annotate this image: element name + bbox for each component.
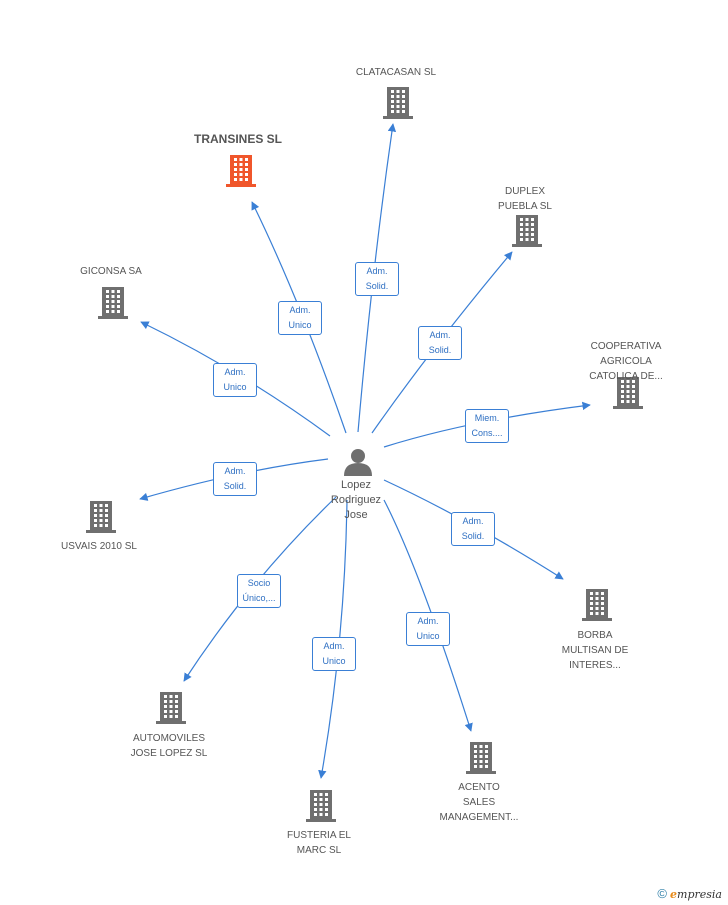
company-label-duplex[interactable]: DUPLEX PUEBLA SL (498, 186, 552, 212)
relation-label-usvais[interactable]: Adm. Solid. (213, 462, 257, 496)
relation-label-fusteria[interactable]: Adm. Unico (312, 637, 356, 671)
building-icon-fusteria[interactable] (306, 790, 336, 822)
building-icon-borba[interactable] (582, 589, 612, 621)
company-label-cooperativa[interactable]: COOPERATIVA AGRICOLA CATOLICA DE... (589, 341, 663, 382)
relation-label-acento[interactable]: Adm. Unico (406, 612, 450, 646)
relation-label-automoviles[interactable]: Socio Único,... (237, 574, 281, 608)
relation-label-duplex[interactable]: Adm. Solid. (418, 326, 462, 360)
relation-label-transines[interactable]: Adm. Unico (278, 301, 322, 335)
company-label-transines[interactable]: TRANSINES SL (193, 132, 282, 146)
center-person-label[interactable]: Lopez Rodriguez Jose (330, 479, 382, 521)
relation-label-clatacasan[interactable]: Adm. Solid. (355, 262, 399, 296)
copyright-icon: © (657, 886, 667, 901)
company-label-acento[interactable]: ACENTO SALES MANAGEMENT... (439, 782, 519, 823)
person-icon[interactable] (344, 449, 372, 476)
building-icon-giconsa[interactable] (98, 287, 128, 319)
building-icon-automoviles[interactable] (156, 692, 186, 724)
company-label-borba[interactable]: BORBA MULTISAN DE INTERES... (561, 630, 629, 671)
building-icon-cooperativa[interactable] (613, 377, 643, 409)
relation-label-borba[interactable]: Adm. Solid. (451, 512, 495, 546)
building-icon-clatacasan[interactable] (383, 87, 413, 119)
relation-label-cooperativa[interactable]: Miem. Cons.... (465, 409, 509, 443)
building-icon-duplex[interactable] (512, 215, 542, 247)
company-label-automoviles[interactable]: AUTOMOVILES JOSE LOPEZ SL (130, 733, 208, 759)
relation-edge-acento (383, 499, 473, 732)
company-label-clatacasan[interactable]: CLATACASAN SL (355, 67, 437, 78)
brand-logo: empresia (670, 888, 722, 901)
company-label-giconsa[interactable]: GICONSA SA (80, 266, 142, 277)
company-label-fusteria[interactable]: FUSTERIA EL MARC SL (287, 830, 351, 856)
building-icon-transines[interactable] (226, 155, 256, 187)
footer-brand[interactable]: © empresia (657, 886, 722, 901)
building-icon-usvais[interactable] (86, 501, 116, 533)
relation-label-giconsa[interactable]: Adm. Unico (213, 363, 257, 397)
building-icon-acento[interactable] (466, 742, 496, 774)
company-label-usvais[interactable]: USVAIS 2010 SL (61, 541, 137, 552)
